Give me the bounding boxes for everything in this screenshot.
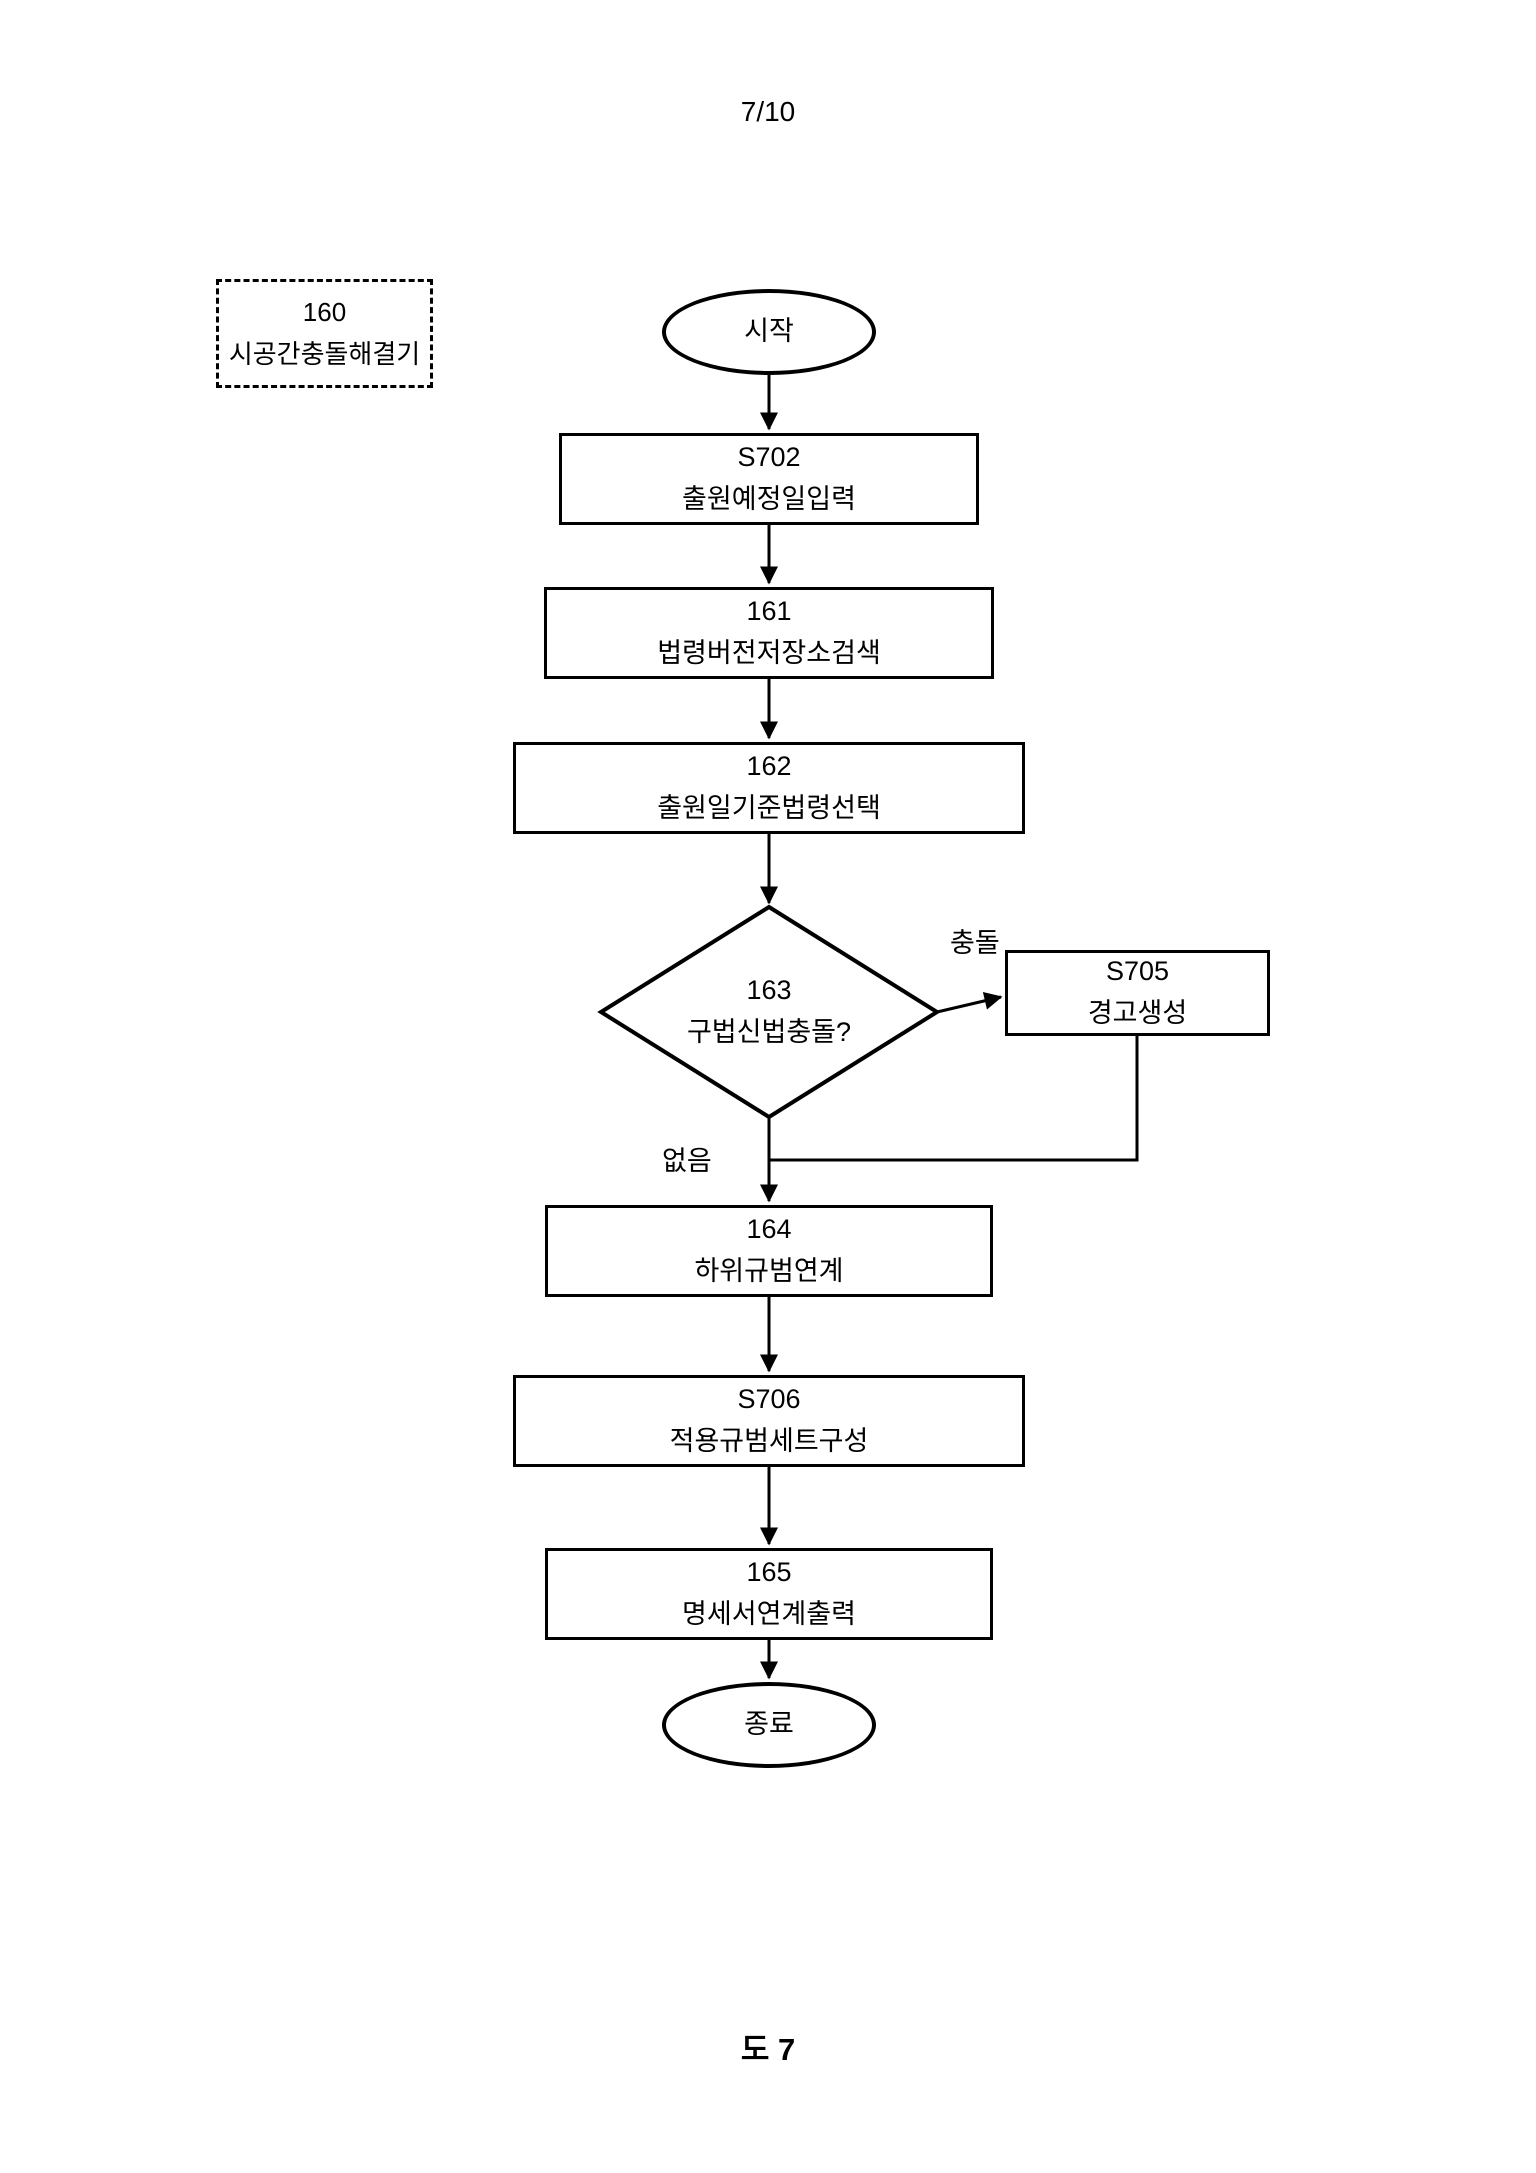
decision-163-id: 163 [746, 975, 792, 1006]
module-name: 시공간충돌해결기 [228, 338, 421, 369]
edge-label-none: 없음 [662, 1146, 712, 1176]
process-165-label: 명세서연계출력 [682, 1599, 856, 1629]
decision-diamond-shape [597, 904, 941, 1120]
page-number: 7/10 [740, 96, 796, 127]
start-terminator: 시작 [662, 289, 876, 375]
process-s705-id: S705 [1105, 956, 1170, 987]
process-s706: S706 적용규범세트구성 [513, 1375, 1025, 1467]
process-162-label: 출원일기준법령선택 [657, 793, 881, 823]
process-s705-label: 경고생성 [1087, 998, 1188, 1028]
process-162-id: 162 [746, 751, 792, 782]
process-165: 165 명세서연계출력 [545, 1548, 993, 1640]
process-165-id: 165 [746, 1557, 792, 1588]
process-s702-label: 출원예정일입력 [682, 484, 856, 514]
process-164: 164 하위규범연계 [545, 1205, 993, 1297]
process-164-id: 164 [746, 1214, 792, 1245]
connector-163-to-s705-conflict [936, 992, 1003, 1014]
module-id: 160 [302, 296, 347, 327]
edge-label-conflict: 충돌 [950, 928, 1000, 958]
module-label-box: 160 시공간충돌해결기 [216, 279, 433, 388]
process-s702-id: S702 [737, 442, 801, 473]
process-s702: S702 출원예정일입력 [559, 433, 979, 525]
figure-caption: 도 7 [740, 2032, 796, 2067]
process-164-label: 하위규범연계 [694, 1256, 844, 1286]
decision-163: 163 구법신법충돌? [619, 962, 919, 1062]
end-terminator: 종료 [662, 1682, 876, 1768]
connector-s705-feedback [769, 1036, 1139, 1162]
process-s706-id: S706 [737, 1384, 801, 1415]
process-161-id: 161 [746, 596, 792, 627]
end-label: 종료 [744, 1709, 794, 1740]
process-s705: S705 경고생성 [1005, 950, 1270, 1036]
process-161: 161 법령버전저장소검색 [544, 587, 994, 679]
process-161-label: 법령버전저장소검색 [657, 638, 881, 668]
process-162: 162 출원일기준법령선택 [513, 742, 1025, 834]
process-s706-label: 적용규범세트구성 [669, 1426, 869, 1456]
start-label: 시작 [744, 316, 794, 347]
decision-163-label: 구법신법충돌? [686, 1017, 852, 1047]
